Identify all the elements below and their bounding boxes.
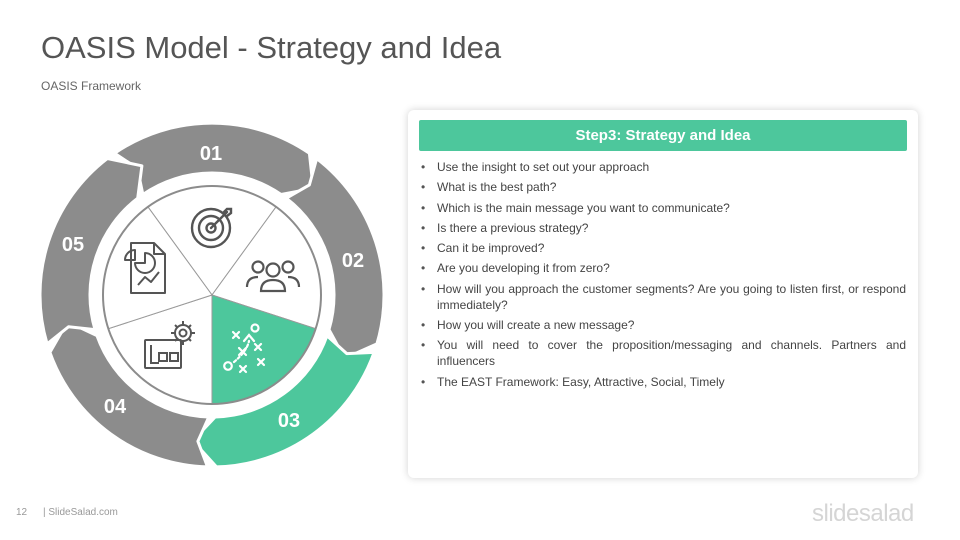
ring-segment-01 bbox=[113, 121, 315, 196]
oasis-cycle-diagram: 01 02 03 04 05 bbox=[38, 121, 386, 469]
bullet-item: How you will create a new message? bbox=[420, 317, 906, 333]
page-number: 12 bbox=[16, 507, 28, 518]
bullet-item: The EAST Framework: Easy, Attractive, So… bbox=[420, 374, 906, 390]
ring-segment-05 bbox=[38, 157, 144, 346]
bullet-item: Is there a previous strategy? bbox=[420, 220, 906, 236]
brand-logo: slidesalad bbox=[812, 500, 914, 527]
step-number-03: 03 bbox=[278, 410, 300, 432]
footer-site: | SlideSalad.com bbox=[43, 507, 118, 518]
bullet-item: Can it be improved? bbox=[420, 240, 906, 256]
bullet-item: What is the best path? bbox=[420, 179, 906, 195]
outer-ring bbox=[38, 121, 386, 469]
pie-rim bbox=[102, 185, 322, 405]
step-number-02: 02 bbox=[342, 250, 364, 272]
bullet-list: Use the insight to set out your approach… bbox=[420, 159, 906, 394]
step-numbers: 01 02 03 04 05 bbox=[62, 143, 364, 432]
bullet-item: Use the insight to set out your approach bbox=[420, 159, 906, 175]
ring-segment-03 bbox=[191, 334, 376, 469]
bullet-item: Which is the main message you want to co… bbox=[420, 200, 906, 216]
bullet-item: You will need to cover the proposition/m… bbox=[420, 337, 906, 369]
report-chart-icon bbox=[124, 242, 166, 294]
card-header: Step3: Strategy and Idea bbox=[419, 120, 907, 151]
process-gear-icon bbox=[144, 321, 195, 369]
target-icon bbox=[190, 207, 233, 249]
people-icon bbox=[245, 260, 301, 293]
ring-segment-02 bbox=[284, 157, 386, 360]
inner-pie bbox=[102, 185, 322, 405]
slide-subtitle: OASIS Framework bbox=[41, 79, 142, 93]
step-number-05: 05 bbox=[62, 234, 84, 256]
ring-segment-04 bbox=[48, 320, 211, 469]
strategy-play-icon bbox=[223, 323, 266, 374]
step-details-card: Step3: Strategy and Idea Use the insight… bbox=[408, 110, 918, 478]
bullet-item: Are you developing it from zero? bbox=[420, 260, 906, 276]
step-number-04: 04 bbox=[104, 396, 127, 418]
slide-title: OASIS Model - Strategy and Idea bbox=[41, 30, 502, 65]
step-number-01: 01 bbox=[200, 143, 222, 165]
bullet-item: How will you approach the customer segme… bbox=[420, 281, 906, 313]
